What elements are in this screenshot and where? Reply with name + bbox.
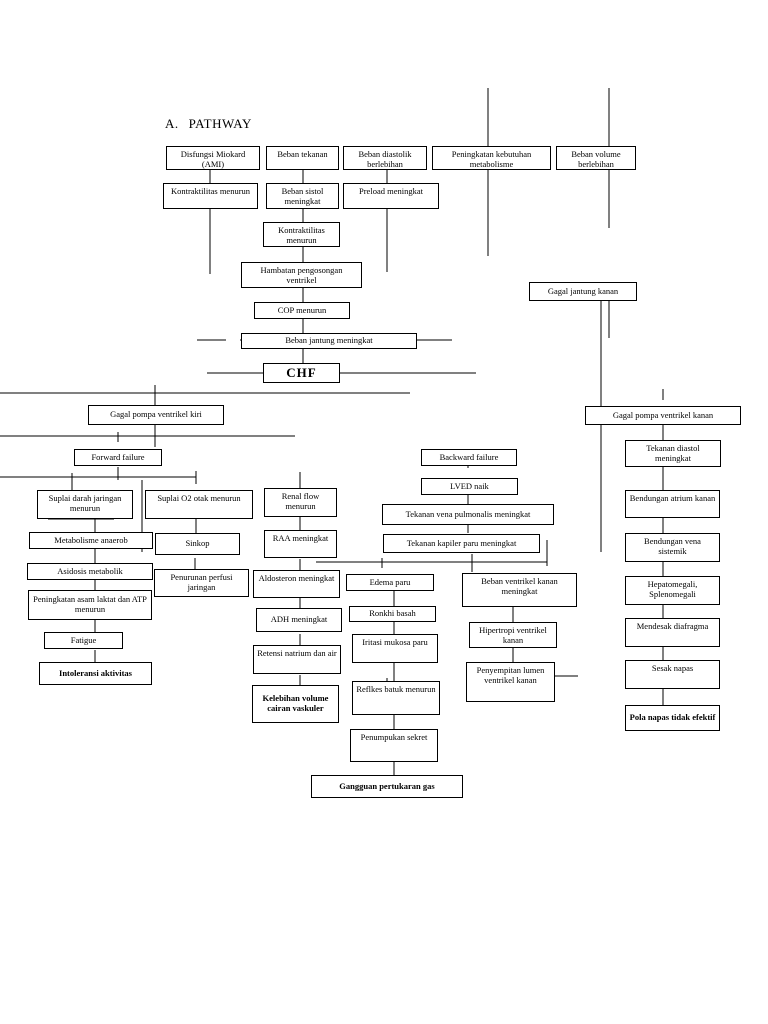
node-tekanan-kapiler: Tekanan kapiler paru meningkat: [383, 534, 540, 553]
node-penurunan-perfusi: Penurunan perfusi jaringan: [154, 569, 249, 597]
node-ronkhi-basah: Ronkhi basah: [349, 606, 436, 622]
node-chf: CHF: [263, 363, 340, 383]
section-number: A.: [165, 116, 179, 131]
section-title: A. PATHWAY: [165, 116, 252, 132]
node-beban-tekanan: Beban tekanan: [266, 146, 339, 170]
node-disfungsi-miokard: Disfungsi Miokard (AMI): [166, 146, 260, 170]
node-pola-napas: Pola napas tidak efektif: [625, 705, 720, 731]
node-reflek-batuk: Reflkes batuk menurun: [352, 681, 440, 715]
node-suplai-darah: Suplai darah jaringan menurun: [37, 490, 133, 519]
node-gangguan-pertukaran-gas: Gangguan pertukaran gas: [311, 775, 463, 798]
node-retensi: Retensi natrium dan air: [253, 645, 341, 674]
node-kontraktilitas-menurun-1: Kontraktilitas menurun: [163, 183, 258, 209]
node-kontraktilitas-menurun-2: Kontraktilitas menurun: [263, 222, 340, 247]
node-beban-sistol: Beban sistol meningkat: [266, 183, 339, 209]
node-sesak-napas: Sesak napas: [625, 660, 720, 689]
node-lved: LVED naik: [421, 478, 518, 495]
node-metabolisme-anaerob: Metabolisme anaerob: [29, 532, 153, 549]
node-tekanan-diastol: Tekanan diastol meningkat: [625, 440, 721, 467]
node-hepatomegali: Hepatomegali, Splenomegali: [625, 576, 720, 605]
node-hambatan-pengosongan: Hambatan pengosongan ventrikel: [241, 262, 362, 288]
node-sinkop: Sinkop: [155, 533, 240, 555]
node-bendungan-atrium: Bendungan atrium kanan: [625, 490, 720, 518]
node-suplai-o2: Suplai O2 otak menurun: [145, 490, 253, 519]
node-fatigue: Fatigue: [44, 632, 123, 649]
node-gagal-jantung-kanan: Gagal jantung kanan: [529, 282, 637, 301]
node-beban-diastolik: Beban diastolik berlebihan: [343, 146, 427, 170]
node-mendesak-diafragma: Mendesak diafragma: [625, 618, 720, 647]
node-kelebihan-volume: Kelebihan volume cairan vaskuler: [252, 685, 339, 723]
node-forward-failure: Forward failure: [74, 449, 162, 466]
node-penumpukan-sekret: Penumpukan sekret: [350, 729, 438, 762]
node-intoleransi-aktivitas: Intoleransi aktivitas: [39, 662, 152, 685]
node-tekanan-vena-pulmonalis: Tekanan vena pulmonalis meningkat: [382, 504, 554, 525]
node-penyempitan-lumen: Penyempitan lumen ventrikel kanan: [466, 662, 555, 702]
node-preload: Preload meningkat: [343, 183, 439, 209]
node-beban-ventrikel-kanan: Beban ventrikel kanan meningkat: [462, 573, 577, 607]
node-backward-failure: Backward failure: [421, 449, 517, 466]
section-title-text: PATHWAY: [188, 116, 252, 131]
node-beban-jantung: Beban jantung meningkat: [241, 333, 417, 349]
node-peningkatan-kebutuhan: Peningkatan kebutuhan metabolisme: [432, 146, 551, 170]
node-adh: ADH meningkat: [256, 608, 342, 632]
node-raa: RAA meningkat: [264, 530, 337, 558]
node-cop-menurun: COP menurun: [254, 302, 350, 319]
node-edema-paru: Edema paru: [346, 574, 434, 591]
node-asam-laktat: Peningkatan asam laktat dan ATP menurun: [28, 590, 152, 620]
node-aldosteron: Aldosteron meningkat: [253, 570, 340, 598]
node-asidosis: Asidosis metabolik: [27, 563, 153, 580]
node-renal-flow: Renal flow menurun: [264, 488, 337, 517]
node-gagal-pompa-kanan: Gagal pompa ventrikel kanan: [585, 406, 741, 425]
node-gagal-pompa-kiri: Gagal pompa ventrikel kiri: [88, 405, 224, 425]
node-beban-volume: Beban volume berlebihan: [556, 146, 636, 170]
node-hipertropi: Hipertropi ventrikel kanan: [469, 622, 557, 648]
node-iritasi-mukosa: Iritasi mukosa paru: [352, 634, 438, 663]
node-bendungan-vena: Bendungan vena sistemik: [625, 533, 720, 562]
